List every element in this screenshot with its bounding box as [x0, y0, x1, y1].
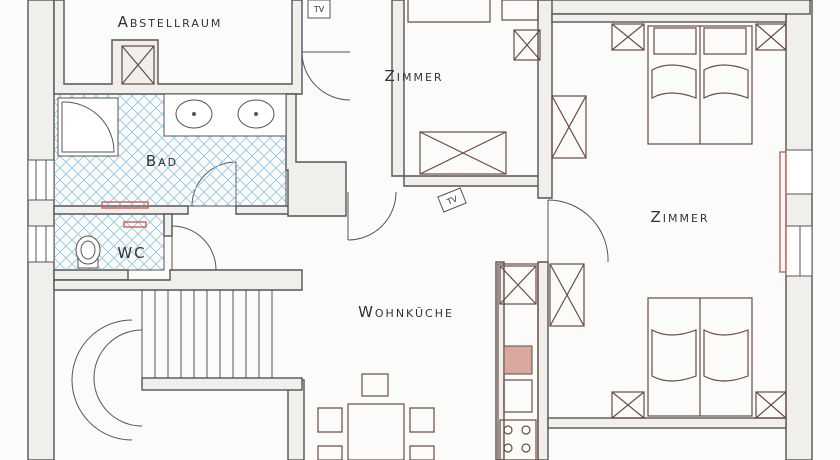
wardrobe-right-lower — [549, 263, 585, 327]
door-zimmer-right — [547, 199, 609, 263]
kitchen-sink — [503, 345, 533, 375]
wc-bottom-wall-2 — [53, 269, 303, 291]
zimmer-top-desk — [407, 0, 539, 23]
zimmer-top-cabinet — [513, 29, 541, 61]
zimmer-right-left-wall — [537, 261, 549, 460]
nightstand-top-right — [755, 23, 787, 51]
wc-bottom-wall — [53, 269, 129, 281]
room-label-wohnkueche: Wohnküche — [358, 303, 454, 321]
zimmer-top-left-wall — [391, 0, 405, 177]
room-label-zimmer-right: Zimmer — [650, 208, 709, 226]
door-abstellraum — [301, 51, 351, 101]
wc-right-wall — [163, 213, 173, 237]
wc-radiator — [123, 221, 147, 228]
toilet — [75, 235, 101, 269]
double-bed-top — [647, 25, 753, 145]
zimmer-top-right-wall — [537, 0, 553, 199]
nightstand-top-left — [611, 23, 645, 51]
tv-top — [307, 0, 331, 19]
tv-hall: TV — [437, 187, 467, 213]
washbasin-double — [163, 93, 287, 137]
zimmer-right-radiator — [779, 151, 787, 273]
nightstand-bottom-right — [755, 391, 787, 419]
staircase — [71, 290, 273, 441]
bad-bottom-wall — [53, 205, 189, 215]
double-bed-bottom — [647, 297, 753, 417]
left-window-wc — [27, 225, 55, 263]
bad-shaft — [121, 45, 155, 85]
right-window-zimmer — [785, 149, 813, 277]
tv-top-label: TV — [313, 5, 325, 14]
zimmer-top-bottom-wall — [403, 175, 549, 187]
zimmer-right-divider — [551, 13, 787, 23]
dining-table — [317, 373, 435, 460]
wardrobe-right-upper — [551, 95, 587, 159]
nightstand-bottom-left — [611, 391, 645, 419]
zimmer-top-wardrobe — [419, 131, 507, 175]
wc-tile-area — [53, 213, 165, 271]
bad-right-wall — [285, 93, 347, 217]
bad-radiator — [101, 201, 149, 209]
stair-wall — [287, 379, 305, 460]
room-label-bad: Bad — [146, 152, 178, 170]
kitchen-counter — [497, 263, 539, 460]
shower-tray — [57, 97, 119, 157]
door-wc — [171, 225, 217, 271]
left-window-bad — [27, 159, 55, 201]
top-right-wall — [547, 0, 811, 15]
room-label-abstellraum: Abstellraum — [118, 13, 223, 31]
stair-handrail-wall — [141, 377, 303, 391]
door-zimmer-top — [347, 191, 397, 241]
abstellraum-walls — [53, 0, 303, 95]
tv-hall-label: TV — [445, 194, 459, 207]
room-label-zimmer-top: Zimmer — [384, 67, 443, 85]
zimmer-right-bottom-wall — [547, 417, 787, 429]
room-label-wc: WC — [117, 244, 146, 262]
